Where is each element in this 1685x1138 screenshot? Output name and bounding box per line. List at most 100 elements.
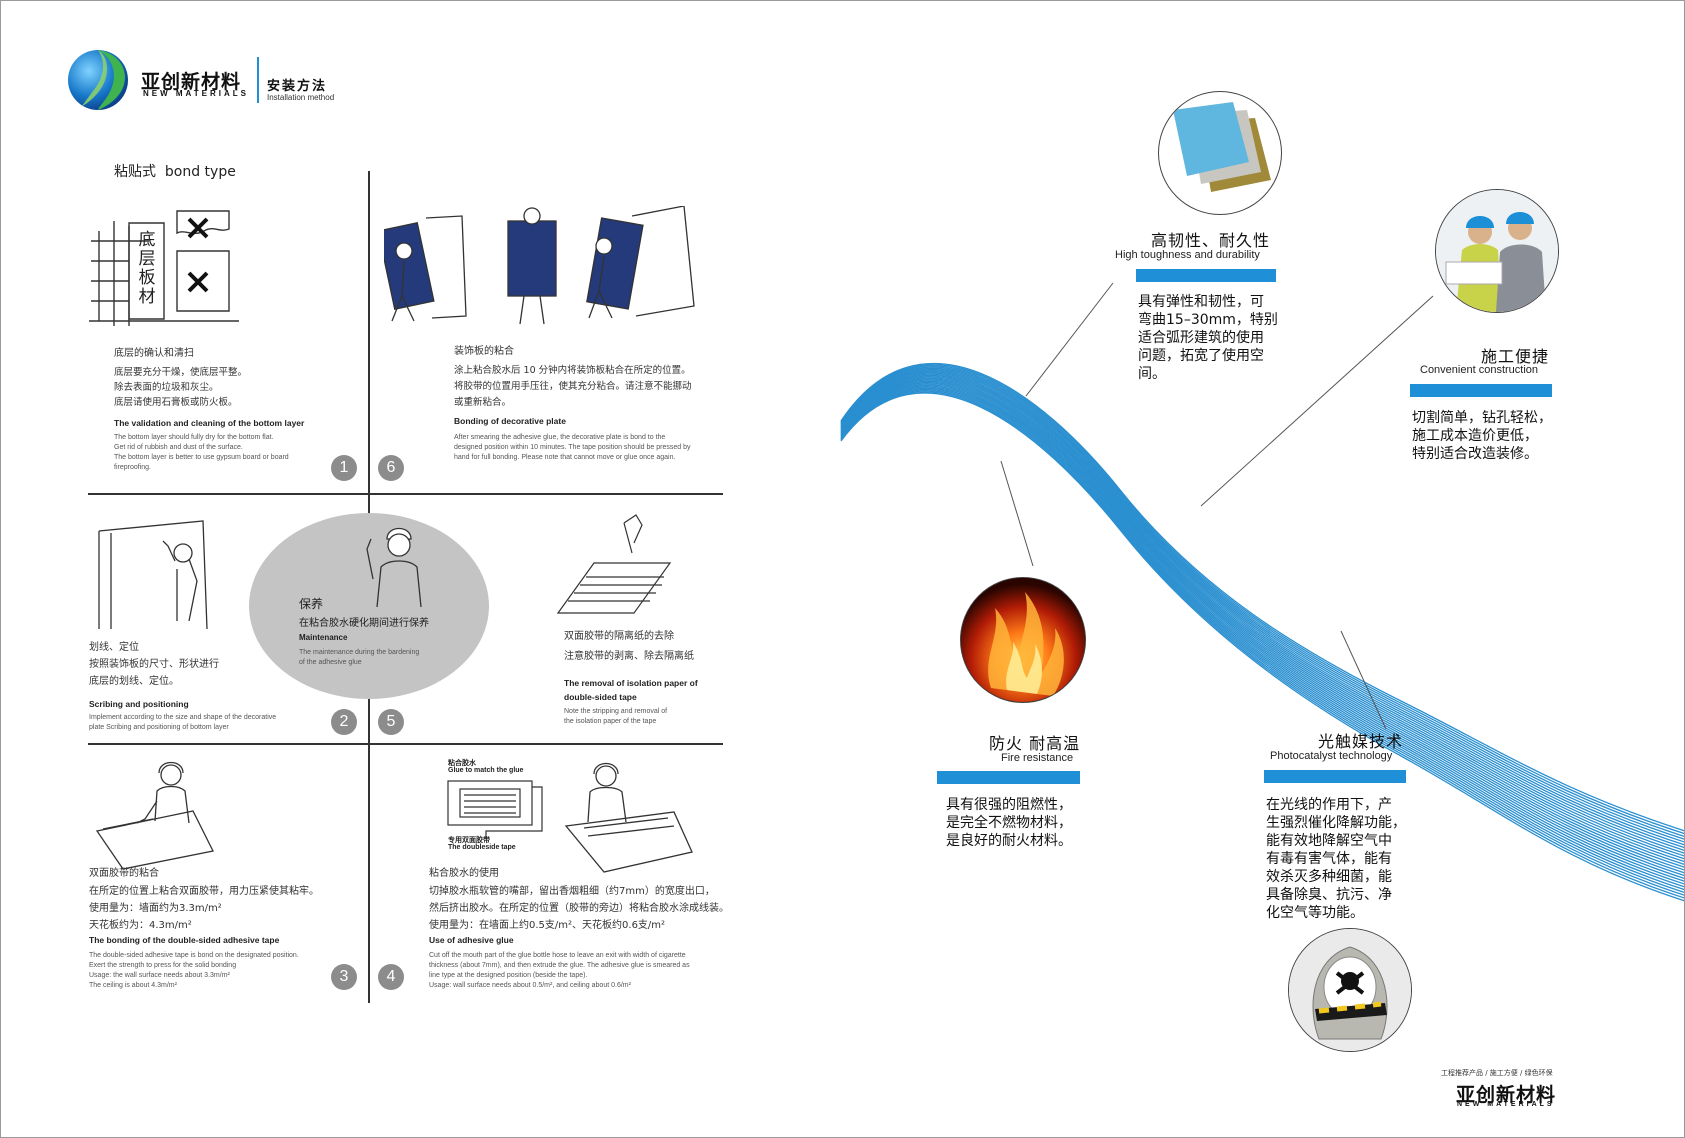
step4-diagram-label2-zh: 专用双面胶带 [448, 836, 490, 844]
construction-body: 切割简单，钻孔轻松，施工成本造价更低，特别适合改造装修。 [1412, 410, 1552, 462]
step4-diagram-label1-en: Glue to match the glue [448, 767, 524, 774]
step5-illustration [554, 513, 674, 623]
photocatalyst-accent-bar [1264, 770, 1406, 783]
step4-worker-illustration [564, 756, 694, 876]
step-number-2: 2 [331, 709, 357, 735]
wave-line [840, 385, 1684, 885]
wave-line [840, 374, 1684, 860]
maintenance-body-zh: 在粘合胶水硬化期间进行保养 [299, 618, 429, 629]
step2-title-en: Scribing and positioning [89, 699, 189, 709]
photocatalyst-body: 在光线的作用下，产生强烈催化降解功能，能有效地降解空气中有毒有害气体，能有效杀灭… [1266, 797, 1406, 921]
step-number-3: 3 [331, 964, 357, 990]
toughness-accent-bar [1136, 269, 1276, 282]
construction-workers-image [1435, 189, 1559, 313]
step3-body-en: The double-sided adhesive tape is bond o… [89, 952, 299, 989]
fire-accent-bar [937, 771, 1080, 784]
step-number-5: 5 [378, 709, 404, 735]
wave-line [840, 366, 1684, 840]
step1-body-zh: 底层要充分干燥，使底层平整。除去表面的垃圾和灰尘。底层请使用石膏板或防火板。 [114, 367, 248, 408]
fire-title-zh: 防火 耐高温 [989, 734, 1081, 753]
step3-title-en: The bonding of the double-sided adhesive… [89, 935, 280, 945]
brand-name-zh: 亚创新材料 [141, 71, 242, 93]
step6-title-en: Bonding of decorative plate [454, 416, 566, 426]
wave-line [840, 372, 1684, 854]
header-divider [257, 57, 259, 103]
maintenance-title-en: Maintenance [299, 633, 348, 642]
step2-illustration [93, 511, 213, 631]
step6-body-en: After smearing the adhesive glue, the de… [454, 434, 691, 461]
wave-line [840, 375, 1684, 863]
step4-body-zh: 切掉胶水瓶软管的嘴部，留出香烟粗细（约7mm）的宽度出口，然后挤出胶水。在所定的… [429, 886, 729, 931]
wave-line [840, 380, 1684, 874]
section-title-en: Installation method [267, 93, 335, 102]
step4-body-en: Cut off the mouth part of the glue bottl… [429, 952, 690, 989]
step-number-6: 6 [378, 455, 404, 481]
maintenance-worker-illustration [359, 519, 439, 609]
section-title-zh: 安装方法 [267, 79, 328, 94]
fire-body: 具有很强的阻燃性，是完全不燃物材料，是良好的耐火材料。 [946, 797, 1072, 849]
hazard-skull-image [1288, 928, 1412, 1052]
bond-type-label: 粘贴式 bond type [114, 164, 236, 180]
wave-line [840, 365, 1684, 837]
construction-accent-bar [1410, 384, 1552, 397]
wave-line [840, 387, 1684, 891]
wave-line [840, 392, 1684, 902]
step1-illustration: 底层板材 [89, 201, 239, 331]
step1-board-label: 底层板材 [138, 230, 156, 307]
step4-diagram-label2-en: The doubleside tape [448, 844, 516, 851]
step5-title-zh: 双面胶带的隔离纸的去除 [564, 631, 674, 642]
step1-title-zh: 底层的确认和清扫 [114, 348, 194, 359]
step2-body-en: Implement according to the size and shap… [89, 714, 277, 731]
wave-line [840, 391, 1684, 899]
wave-line [840, 377, 1684, 865]
footer-tagline: 工程推荐产品 / 施工方便 / 绿色环保 [1441, 1069, 1553, 1077]
step3-illustration [93, 761, 218, 871]
wave-line [840, 373, 1684, 857]
wave-line [840, 383, 1684, 879]
step2-title-zh: 划线、定位 [89, 642, 139, 653]
wave-line [840, 371, 1684, 851]
step6-title-zh: 装饰板的粘合 [454, 346, 514, 357]
step4-glue-diagram [446, 759, 546, 849]
toughness-title-zh: 高韧性、耐久性 [1151, 231, 1271, 250]
toughness-body: 具有弹性和韧性，可弯曲15–30mm，特别适合弧形建筑的使用问题，拓宽了使用空间… [1138, 294, 1278, 382]
grid-horizontal-line-1 [88, 493, 723, 495]
fire-image [960, 577, 1086, 703]
toughness-panels-image [1158, 91, 1282, 215]
step-number-1: 1 [331, 455, 357, 481]
wave-line [840, 386, 1684, 888]
step-number-4: 4 [378, 964, 404, 990]
photocatalyst-title-en: Photocatalyst technology [1270, 750, 1393, 762]
step5-body-zh: 注意胶带的剥离、除去隔离纸 [564, 651, 694, 662]
wave-line [840, 364, 1684, 835]
wave-line [840, 379, 1684, 871]
wave-line [840, 378, 1684, 868]
wave-line [840, 389, 1684, 893]
toughness-title-en: High toughness and durability [1115, 249, 1260, 261]
grid-horizontal-line-2 [88, 743, 723, 745]
wave-line [840, 390, 1684, 896]
construction-title-zh: 施工便捷 [1481, 347, 1550, 366]
construction-title-en: Convenient construction [1420, 364, 1539, 376]
wave-line [840, 367, 1684, 843]
step1-body-en: The bottom layer should fully dry for th… [114, 434, 289, 471]
step4-title-en: Use of adhesive glue [429, 935, 514, 945]
wave-line [840, 381, 1684, 877]
step6-body-zh: 涂上粘合胶水后 10 分钟内将装饰板粘合在所定的位置。将胶带的位置用手压往，使其… [454, 365, 692, 408]
step4-title-zh: 粘合胶水的使用 [429, 868, 499, 879]
photocatalyst-title-zh: 光触媒技术 [1318, 732, 1404, 751]
brand-name-en: NEW MATERIALS [143, 89, 249, 98]
wave-line [840, 384, 1684, 882]
step3-title-zh: 双面胶带的粘合 [89, 868, 159, 879]
maintenance-title-zh: 保养 [299, 597, 324, 611]
brand-logo-icon [67, 49, 129, 111]
wave-line [840, 362, 1684, 832]
wave-line [840, 368, 1684, 846]
